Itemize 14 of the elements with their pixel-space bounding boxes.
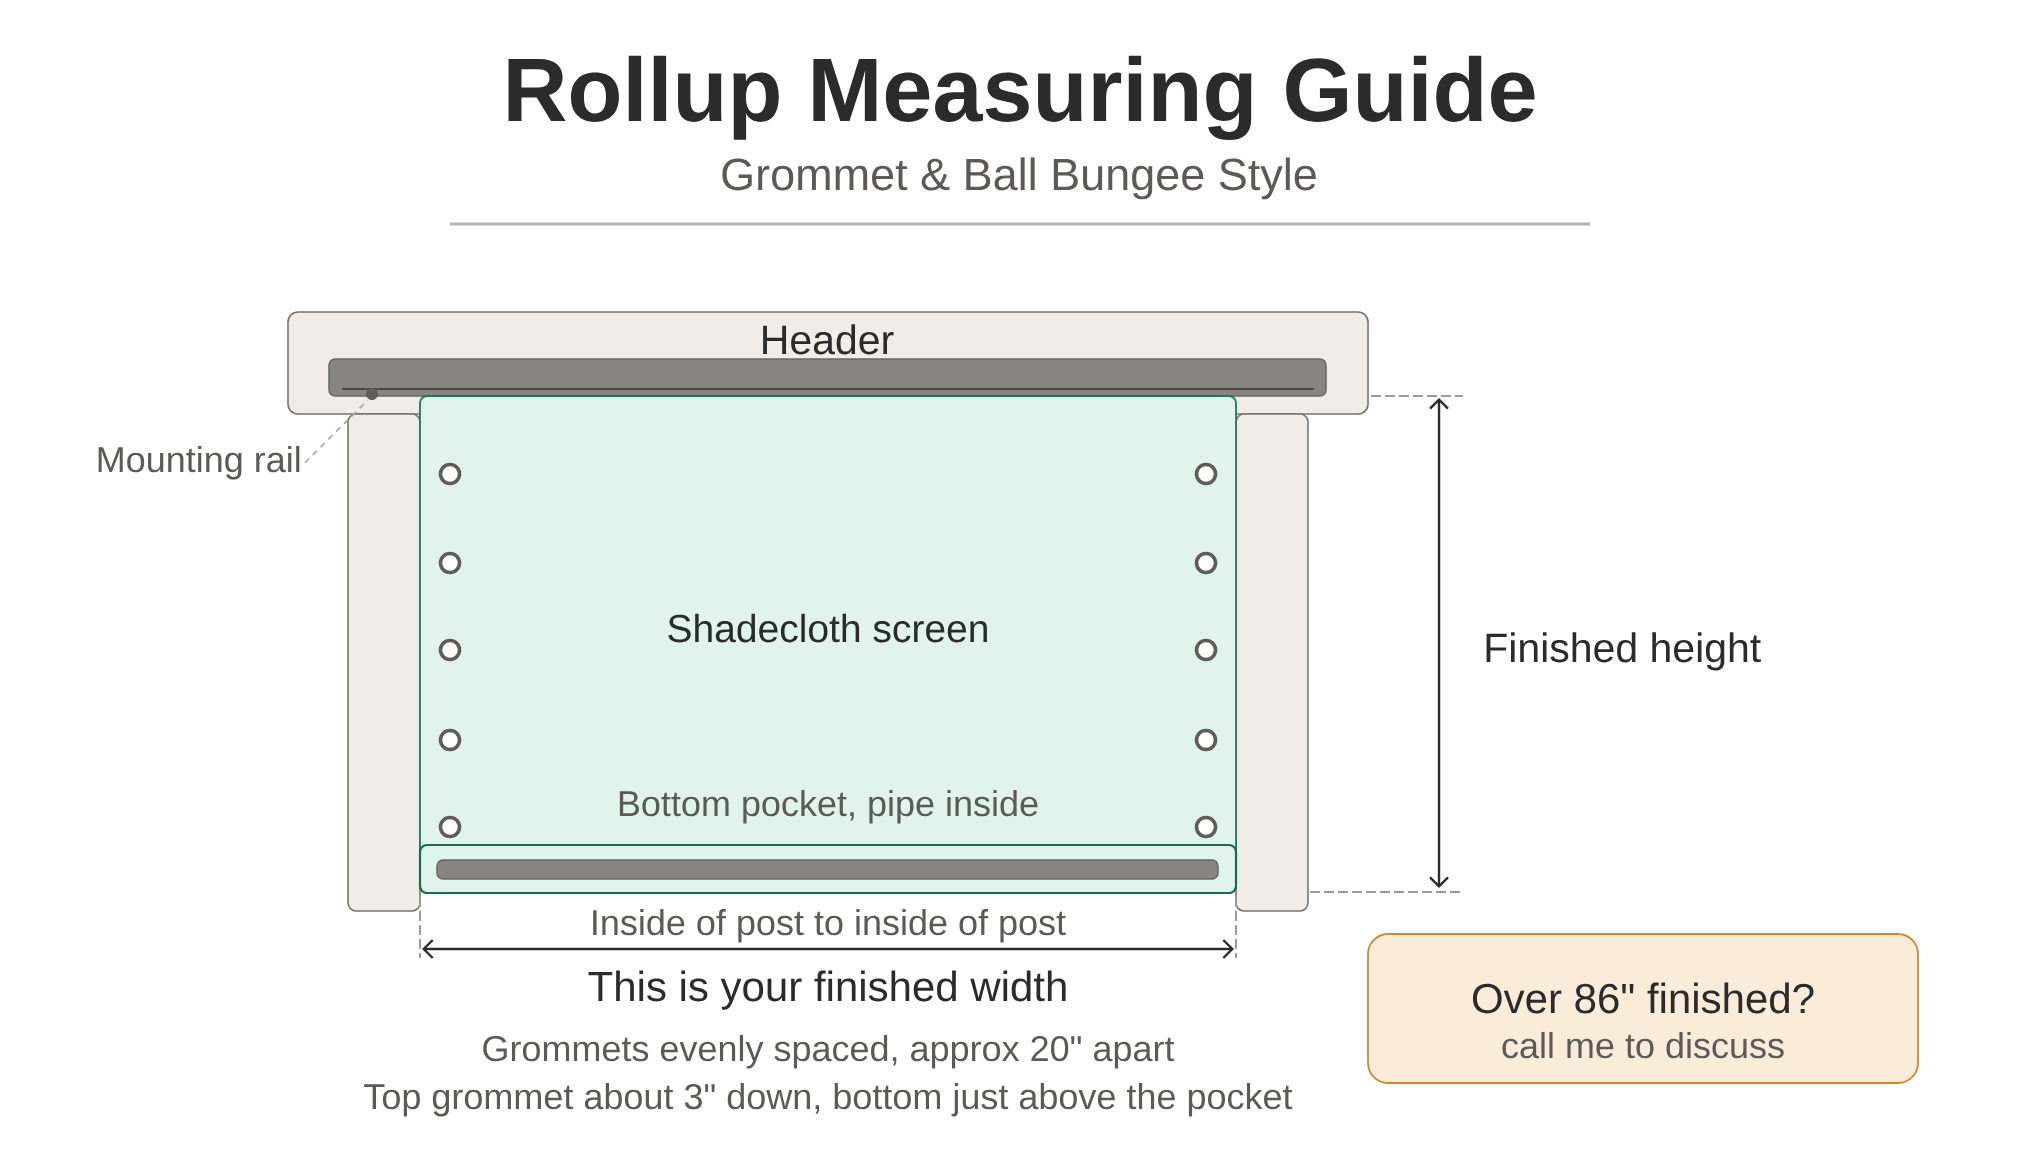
note-text: Top grommet about 3" down, bottom just above the pocket: [364, 1082, 1293, 1117]
callout-box: Over 86" finished? call me to discuss: [1367, 933, 1919, 1084]
title: Rollup Measuring Guide: [508, 55, 1535, 141]
pipe-bar: [436, 859, 1219, 880]
post: [1235, 413, 1309, 912]
part-label: Mounting rail: [98, 445, 300, 480]
node-label: Bottom pocket, pipe inside: [619, 789, 1038, 824]
post: [347, 413, 421, 912]
dimension-label: Finished height: [1486, 632, 1761, 671]
mounting-rail: [328, 358, 1327, 400]
leader-line: [304, 399, 369, 464]
subtitle: Grommet & Ball Bungee Style: [722, 157, 1316, 200]
dimension-label: This is your finished width: [588, 970, 1066, 1010]
note-text: Grommets evenly spaced, approx 20" apart: [483, 1034, 1175, 1069]
